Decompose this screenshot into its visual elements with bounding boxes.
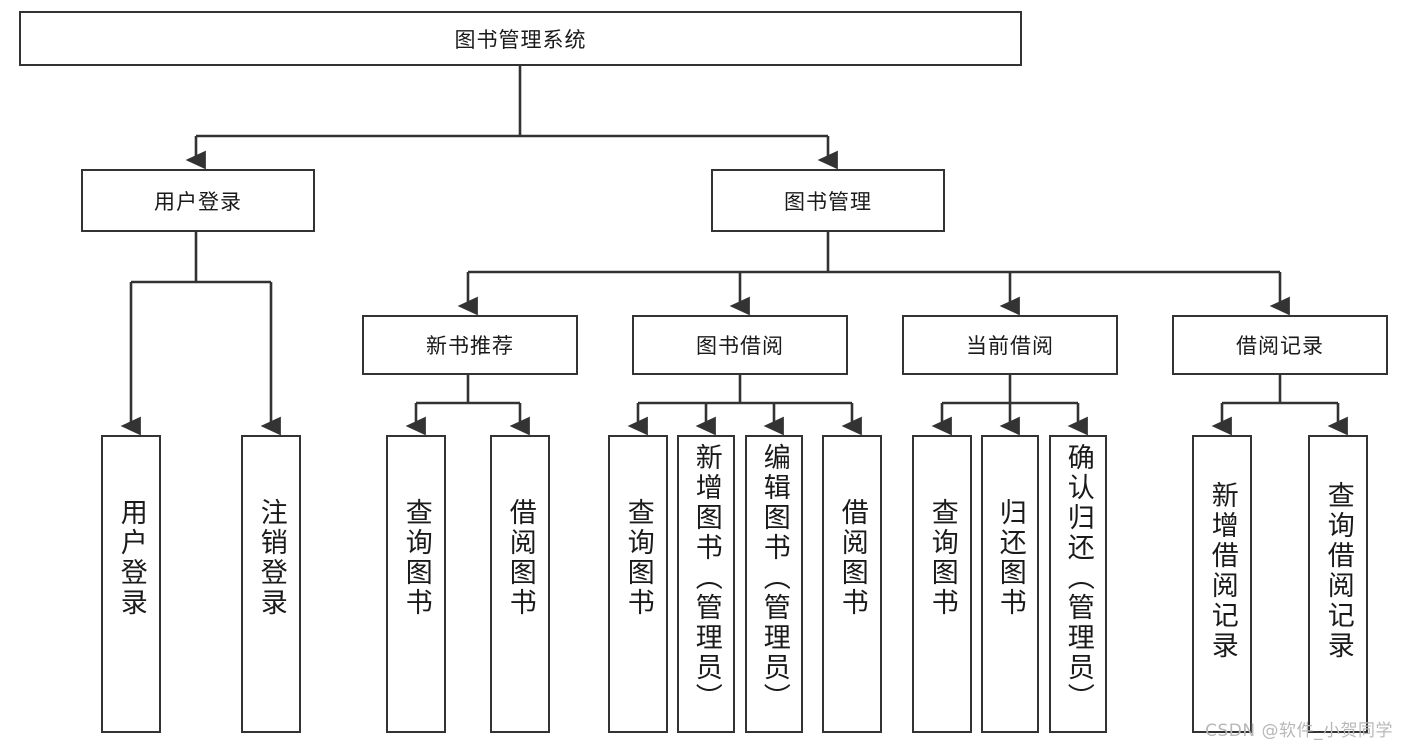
node-root-system[interactable]: 图书管理系统 — [19, 11, 1022, 66]
node-book-management[interactable]: 图书管理 — [711, 169, 945, 232]
leaf-label: 查询图书 — [400, 498, 432, 618]
node-label: 图书借阅 — [696, 334, 784, 358]
node-borrow-record[interactable]: 借阅记录 — [1172, 315, 1388, 375]
node-book-borrow[interactable]: 图书借阅 — [632, 315, 848, 375]
leaf-label: 注销登录 — [255, 498, 287, 618]
leaf-label: 编辑图书（管理员） — [758, 443, 790, 713]
leaf-label: 确认归还（管理员） — [1062, 443, 1094, 713]
node-current-borrow[interactable]: 当前借阅 — [902, 315, 1118, 375]
leaf-label: 借阅图书 — [504, 498, 536, 618]
leaf-label: 新增借阅记录 — [1206, 481, 1238, 661]
leaf-label: 新增图书（管理员） — [690, 443, 722, 713]
leaf-add-book-admin[interactable]: 新增图书（管理员） — [677, 435, 735, 733]
leaf-query-book-borrow[interactable]: 查询图书 — [608, 435, 668, 733]
leaf-add-borrow-record[interactable]: 新增借阅记录 — [1192, 435, 1252, 733]
leaf-logout-login[interactable]: 注销登录 — [241, 435, 301, 733]
leaf-label: 归还图书 — [994, 498, 1026, 618]
leaf-query-borrow-record[interactable]: 查询借阅记录 — [1308, 435, 1368, 733]
leaf-return-book[interactable]: 归还图书 — [981, 435, 1039, 733]
leaf-label: 借阅图书 — [836, 498, 868, 618]
leaf-label: 查询借阅记录 — [1322, 481, 1354, 661]
leaf-label: 查询图书 — [926, 498, 958, 618]
leaf-edit-book-admin[interactable]: 编辑图书（管理员） — [745, 435, 803, 733]
leaf-borrow-book[interactable]: 借阅图书 — [822, 435, 882, 733]
leaf-user-login[interactable]: 用户登录 — [101, 435, 161, 733]
node-label: 用户登录 — [154, 189, 242, 214]
node-new-book-recommend[interactable]: 新书推荐 — [362, 315, 578, 375]
node-label: 图书管理系统 — [454, 27, 587, 52]
csdn-watermark: CSDN @软件_小贺同学 — [1205, 721, 1393, 741]
node-label: 图书管理 — [784, 189, 872, 214]
leaf-confirm-return-admin[interactable]: 确认归还（管理员） — [1049, 435, 1107, 733]
leaf-label: 查询图书 — [622, 498, 654, 618]
leaf-query-book-current[interactable]: 查询图书 — [912, 435, 972, 733]
leaf-query-book-recommend[interactable]: 查询图书 — [386, 435, 446, 733]
node-user-login[interactable]: 用户登录 — [81, 169, 315, 232]
node-label: 借阅记录 — [1236, 334, 1324, 358]
node-label: 新书推荐 — [426, 334, 514, 358]
leaf-label: 用户登录 — [115, 498, 147, 618]
node-label: 当前借阅 — [966, 334, 1054, 358]
leaf-borrow-book-recommend[interactable]: 借阅图书 — [490, 435, 550, 733]
